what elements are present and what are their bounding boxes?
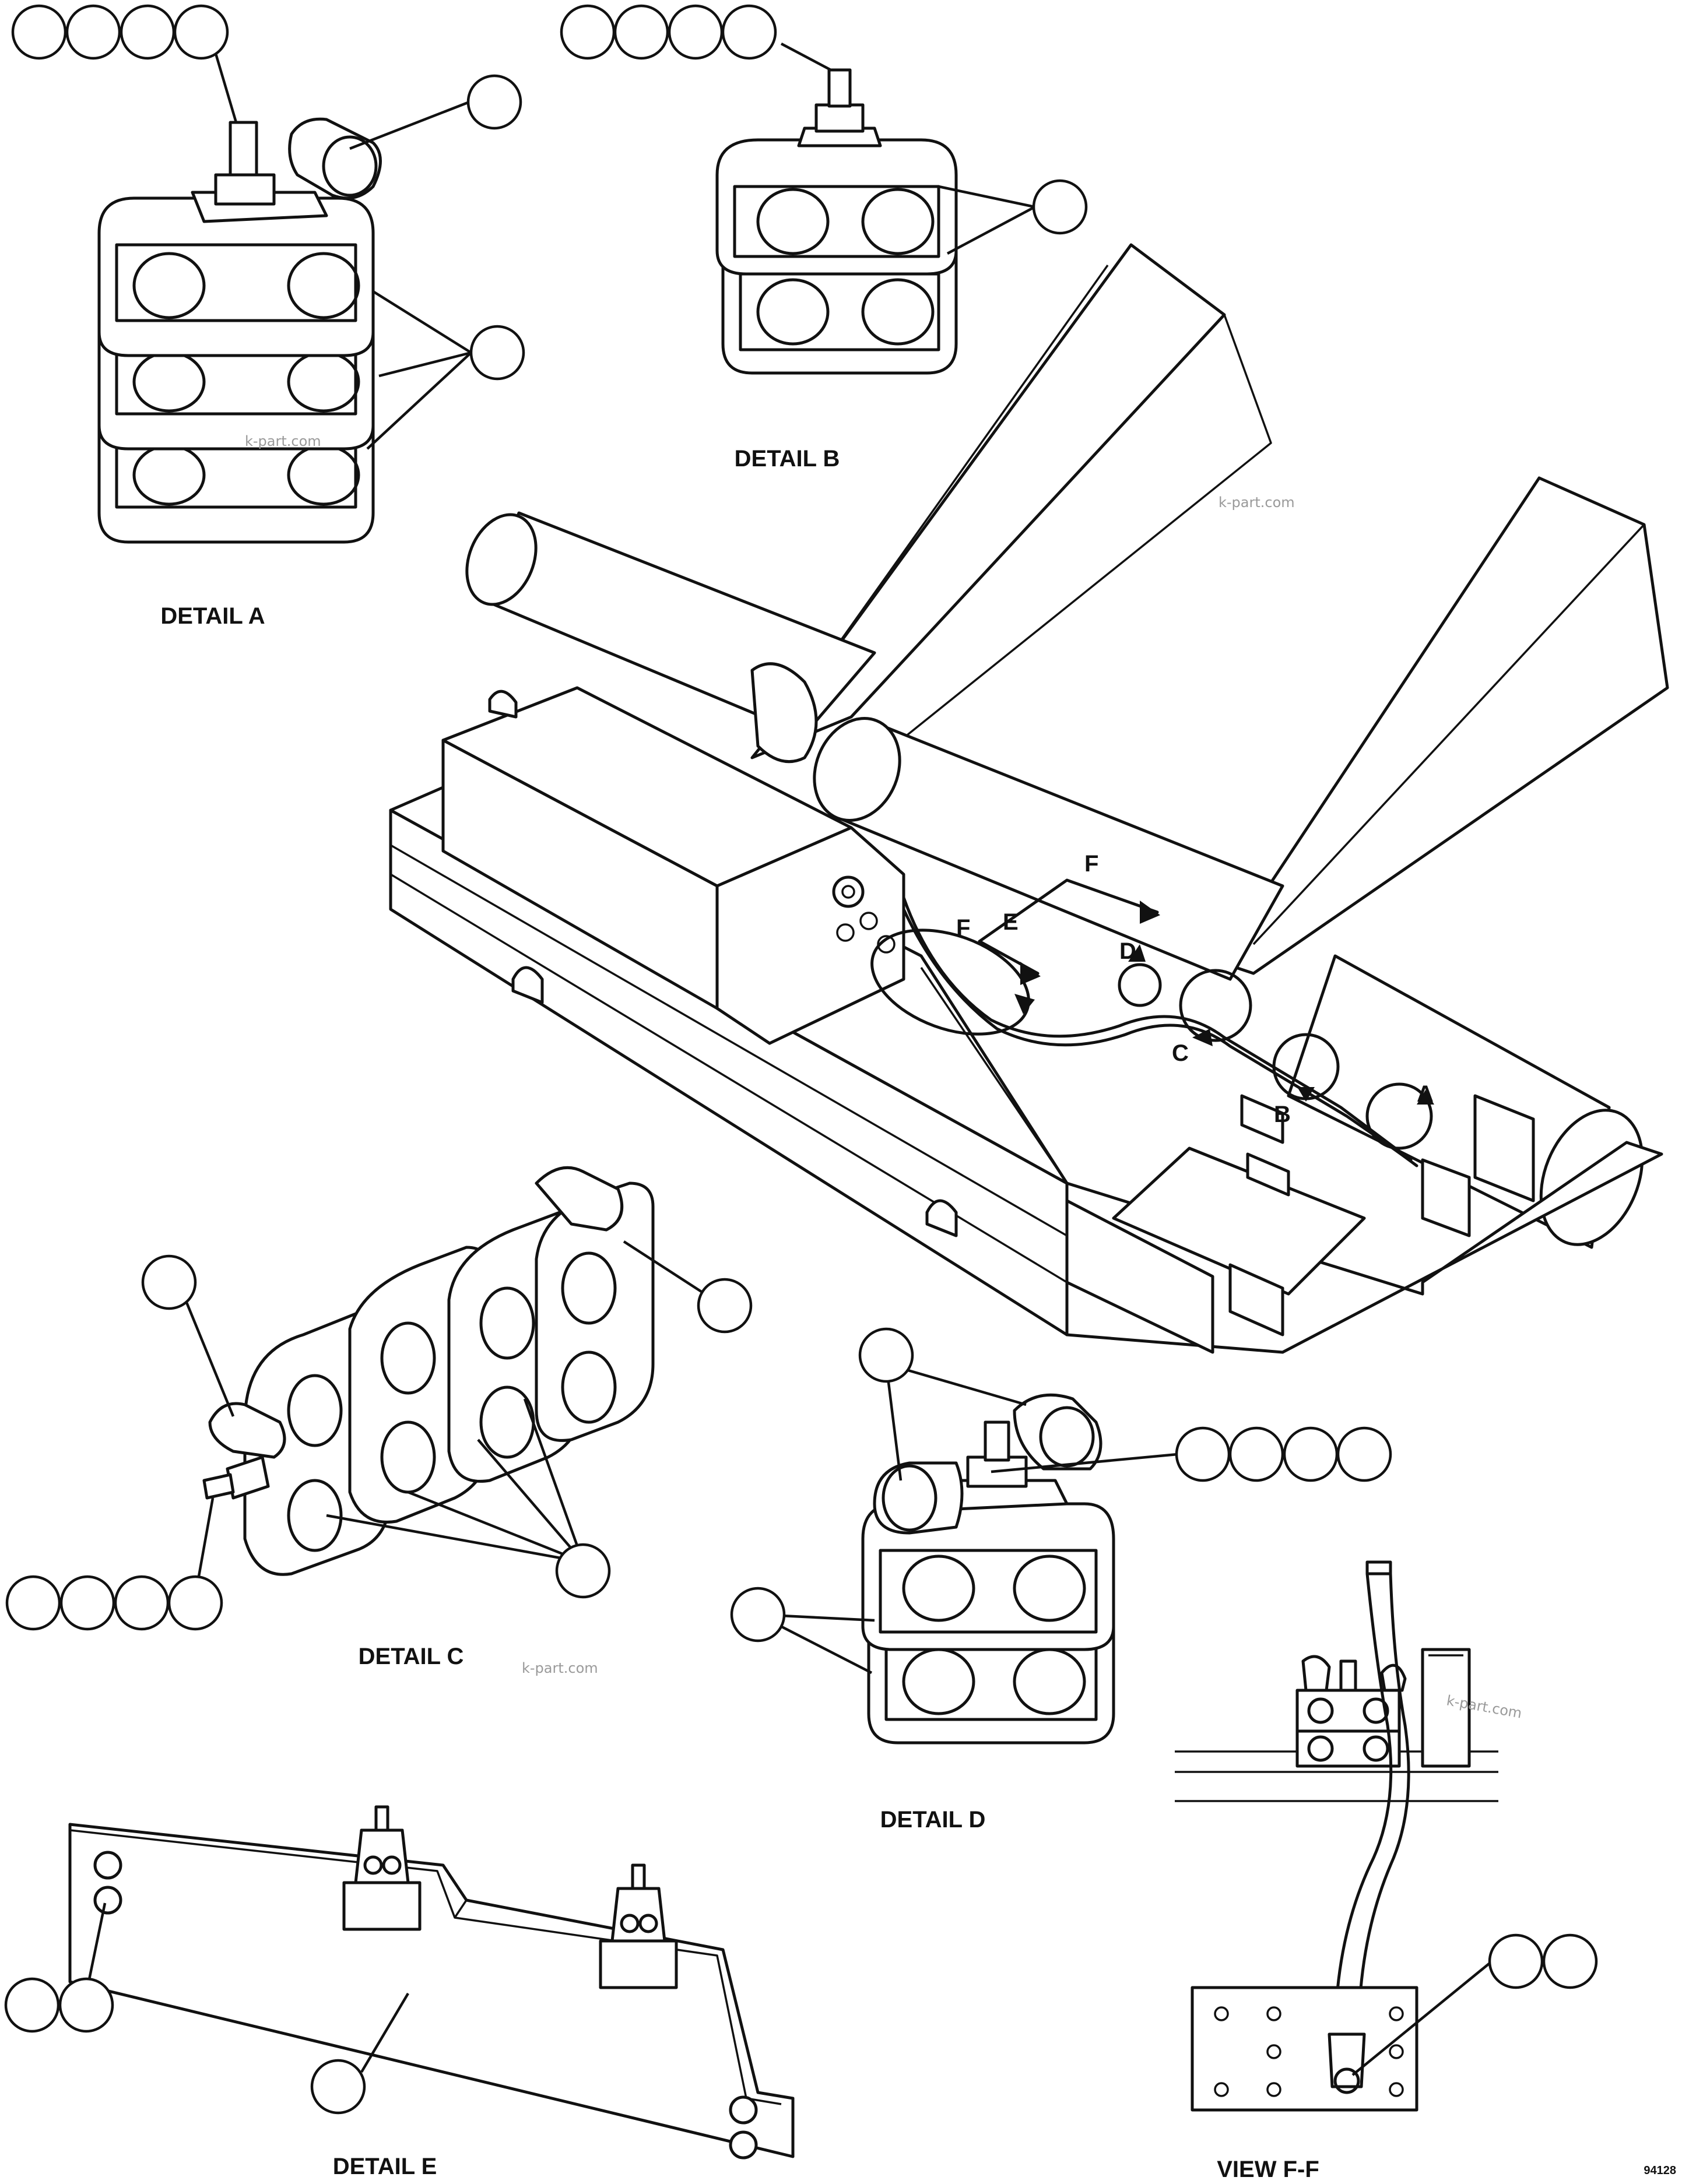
view-letter-f-upper: F	[1084, 851, 1098, 877]
detail-b-label: DETAIL B	[735, 446, 840, 472]
detail-e-callouts	[4, 1902, 409, 2115]
detail-e-bracket-assembly	[68, 1805, 795, 2160]
view-ff-label: VIEW F-F	[1217, 2157, 1319, 2182]
detail-b-clamp-assembly	[715, 68, 958, 375]
detail-d-clamp-assembly	[861, 1393, 1115, 1745]
view-letter-d: D	[1119, 938, 1136, 964]
view-letter-b: B	[1274, 1102, 1291, 1127]
watermark: k-part.com	[522, 1660, 598, 1676]
watermark: k-part.com	[245, 433, 321, 449]
detail-a-clamp-assembly: k-part.com	[97, 117, 382, 544]
view-letter-f-lower: F	[956, 915, 970, 941]
watermark: k-part.com	[1219, 494, 1295, 511]
detail-a-callouts	[11, 4, 525, 450]
view-ff-assembly: k-part.com	[1175, 1560, 1523, 2112]
view-letter-a: A	[1417, 1081, 1434, 1107]
main-chassis-assembly: E D C B A F F k-part.com	[389, 243, 1669, 1354]
detail-b-callouts	[560, 4, 1088, 255]
detail-d-label: DETAIL D	[880, 1807, 986, 1833]
view-ff-callouts	[1351, 1933, 1598, 2076]
detail-e-label: DETAIL E	[333, 2154, 437, 2179]
detail-c-label: DETAIL C	[359, 1644, 464, 1669]
detail-d-callouts	[730, 1327, 1392, 1675]
detail-c-clamp-assembly	[202, 1166, 655, 1576]
drawing-code: 94128	[1644, 2164, 1676, 2177]
detail-c-callouts	[5, 1240, 753, 1631]
view-letter-e: E	[1003, 909, 1019, 935]
view-letter-c: C	[1172, 1040, 1189, 1066]
detail-a-label: DETAIL A	[160, 603, 265, 629]
